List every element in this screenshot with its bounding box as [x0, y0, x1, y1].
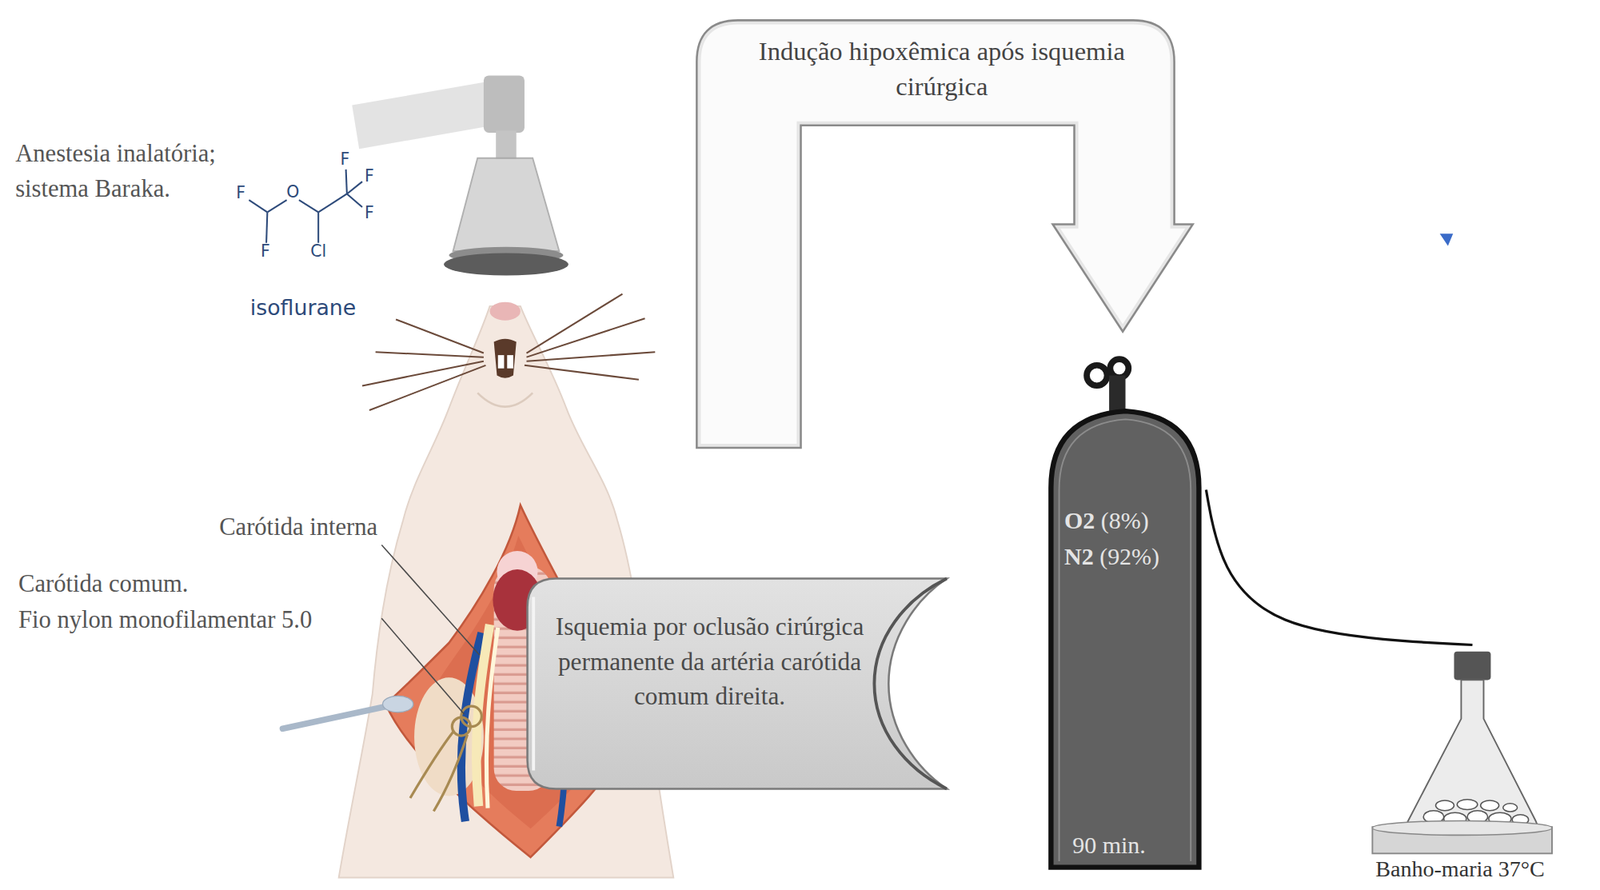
- node-text: N2 (92%): [1064, 542, 1202, 571]
- node-text: Indução hipoxêmica após isquemia cirúrgi…: [758, 34, 1126, 105]
- atom-symbol: F: [364, 203, 375, 223]
- part-label: Carótida comum.: [18, 570, 189, 599]
- marker-triangle: [1440, 233, 1454, 246]
- isoflurane-structure: [248, 169, 363, 244]
- compound-name: isoflurane: [250, 295, 357, 321]
- atom-symbol: Cl: [310, 242, 327, 261]
- water-bath-flask: Banho-maria 37°C: [1367, 645, 1560, 889]
- atom-symbol: F: [235, 184, 246, 204]
- atom-symbol: F: [260, 242, 271, 261]
- node-text: Isquemia por oclusão cirúrgica permanent…: [543, 609, 876, 715]
- atom-symbol: O: [286, 183, 300, 202]
- callout-scroll: Isquemia por oclusão cirúrgica permanent…: [525, 576, 950, 791]
- part-label: Carótida interna: [219, 513, 378, 542]
- part-label: Fio nylon monofilamentar 5.0: [18, 606, 312, 635]
- water-bath-flask-shape: [1367, 645, 1560, 889]
- setup-note: Anestesia inalatória; sistema Baraka.: [15, 135, 271, 208]
- gas-cylinder-shape: [1045, 355, 1206, 870]
- node-text: O2 (8%): [1064, 506, 1202, 535]
- gas-cylinder: O2 (8%) N2 (92%) 90 min.: [1045, 355, 1206, 870]
- leader-line: [381, 544, 480, 715]
- gas-tube: [1205, 490, 1473, 646]
- anesthesia-mask: [351, 75, 569, 276]
- node-text: 90 min.: [1072, 830, 1201, 860]
- atom-symbol: F: [339, 151, 350, 170]
- node-text: Banho-maria 37°C: [1375, 857, 1560, 882]
- atom-symbol: F: [364, 167, 375, 186]
